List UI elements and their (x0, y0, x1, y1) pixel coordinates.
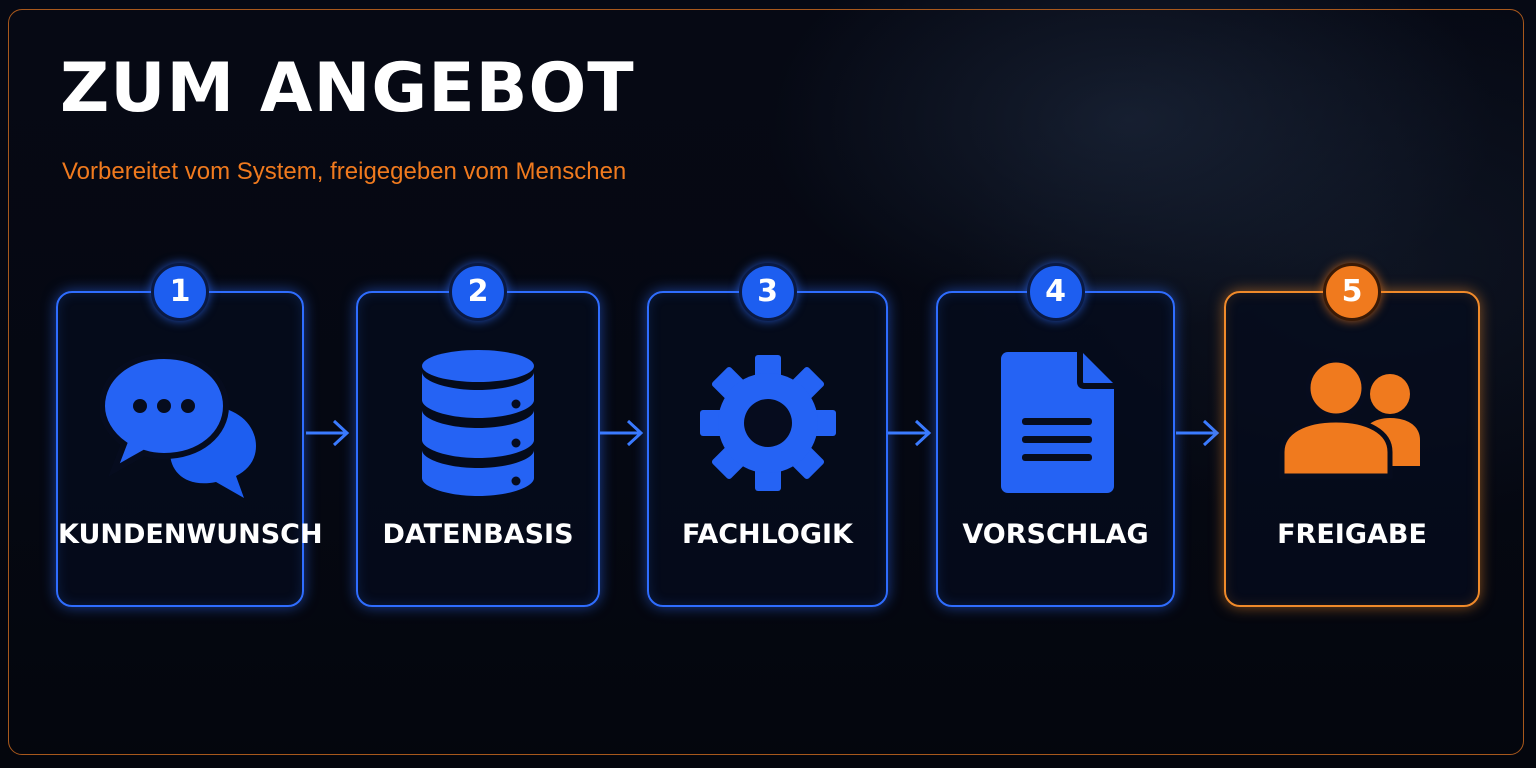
step-card-vorschlag: 4 VORSCHLAG (936, 263, 1175, 607)
database-icon (422, 350, 534, 496)
frame-border (8, 9, 1524, 755)
people-icon (1279, 357, 1420, 479)
step-label: KUNDENWUNSCH (58, 519, 323, 550)
step-label: FREIGABE (1277, 519, 1427, 550)
step-label: VORSCHLAG (962, 519, 1149, 550)
step-card-fachlogik: 3 FACHLOGIK (647, 263, 888, 607)
step-number-badge: 1 (151, 263, 209, 321)
arrow-right-icon (306, 419, 350, 447)
step-number-badge: 4 (1026, 263, 1085, 321)
document-icon (1000, 352, 1114, 493)
arrow-right-icon (600, 419, 644, 447)
page-subtitle: Vorbereitet vom System, freigegeben vom … (62, 158, 627, 185)
gear-icon (699, 355, 836, 491)
step-card-kundenwunsch: 1 KUNDENWUNSCH (56, 263, 323, 607)
step-number-badge: 3 (738, 263, 797, 321)
arrow-right-icon (1176, 419, 1220, 447)
step-label: DATENBASIS (382, 519, 574, 550)
step-card-datenbasis: 2 DATENBASIS (356, 263, 600, 607)
step-number-badge: 5 (1323, 263, 1381, 321)
step-card-freigabe: 5 FREIGABE (1224, 263, 1480, 607)
step-number-badge: 2 (449, 263, 507, 321)
speech-bubbles-icon (100, 352, 256, 498)
arrow-right-icon (888, 419, 932, 447)
step-label: FACHLOGIK (682, 519, 853, 550)
page-title: ZUM ANGEBOT (60, 49, 635, 128)
